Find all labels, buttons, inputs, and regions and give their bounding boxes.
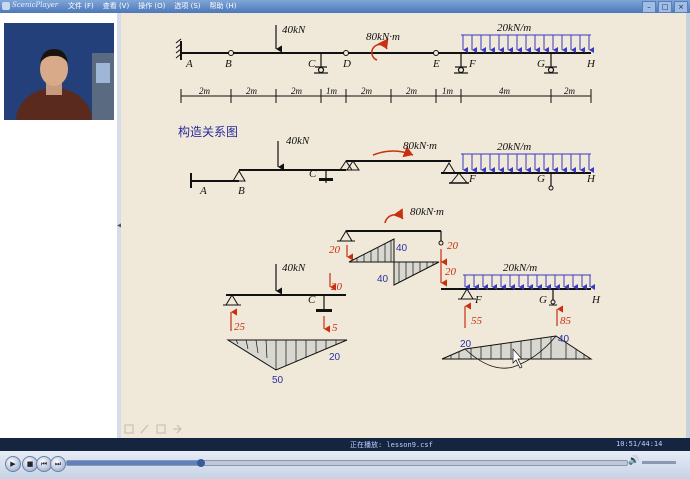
slide-drawing: 40kN 80kN·m 20kN/m A B C D E F <box>124 22 601 434</box>
beam2-point-b: B <box>238 185 245 197</box>
beam1-point-e: E <box>432 58 440 70</box>
right-value-20: 20 <box>460 339 472 350</box>
play-icon[interactable]: ▶ <box>5 456 21 472</box>
beam1-point-g: G <box>537 58 545 70</box>
beam1-point-f: F <box>468 58 476 70</box>
right-udl: 20kN/m <box>503 262 537 274</box>
beam2-point-a: A <box>199 185 207 197</box>
top-reaction-left: 20 <box>329 244 341 256</box>
progress-fill <box>67 461 202 465</box>
close-icon[interactable]: × <box>674 1 688 13</box>
playback-time: 10:51/44:14 <box>616 440 663 448</box>
left-reaction-c: 5 <box>332 322 338 334</box>
right-scrollbar[interactable] <box>686 13 690 438</box>
beam2-point-load: 40kN <box>286 135 310 147</box>
stop-icon[interactable]: ■ <box>22 456 38 472</box>
left-point-c: C <box>308 294 316 306</box>
span-1: 2m <box>199 86 211 96</box>
span-3: 2m <box>291 86 303 96</box>
beam2-point-h: H <box>586 173 596 185</box>
right-point-h: H <box>591 294 601 306</box>
beam-1: 40kN 80kN·m 20kN/m A B C D E F <box>175 22 596 103</box>
beam2-udl: 20kN/m <box>497 141 531 153</box>
beam2-point-g: G <box>537 173 545 185</box>
beam1-point-c: C <box>308 58 316 70</box>
slide-menu-icon <box>156 424 166 434</box>
beam2-point-c: C <box>309 168 317 180</box>
mouse-cursor-icon <box>512 348 523 369</box>
next-slide-icon <box>173 424 182 434</box>
part-left: 20 40kN C 25 5 20 50 <box>223 262 348 386</box>
menu-view[interactable]: 查看 (V) <box>102 2 130 10</box>
beam2-point-f: F <box>468 173 476 185</box>
beam1-udl: 20kN/m <box>497 22 531 34</box>
window-buttons: – □ × <box>642 1 688 13</box>
now-playing-text: 正在播放: lesson9.csf <box>350 441 433 449</box>
menu-options[interactable]: 选项 (S) <box>174 2 201 10</box>
top-moment: 80kN·m <box>410 206 444 218</box>
maximize-icon[interactable]: □ <box>658 1 672 13</box>
video-panel <box>0 13 118 438</box>
next-icon[interactable]: ⏭ <box>50 456 66 472</box>
menu-operate[interactable]: 操作 (O) <box>138 2 166 10</box>
part-right: 20 20kN/m F G H 55 <box>440 259 601 369</box>
menu-help[interactable]: 帮助 (H) <box>209 2 237 10</box>
slide-heading: 构造关系图 <box>178 124 238 139</box>
span-8: 4m <box>499 86 511 96</box>
slide-area: 40kN 80kN·m 20kN/m A B C D E F <box>121 13 688 438</box>
top-reaction-right: 20 <box>447 240 459 252</box>
right-reaction-g: 85 <box>560 315 572 327</box>
top-value-2: 40 <box>377 274 389 285</box>
progress-track[interactable] <box>66 459 628 467</box>
beam1-point-a: A <box>185 58 193 70</box>
app-icon <box>2 2 10 10</box>
span-7: 1m <box>442 86 454 96</box>
pen-tool-icon <box>140 424 149 434</box>
beam1-point-d: D <box>342 58 351 70</box>
beam1-point-b: B <box>225 58 232 70</box>
part-top: 80kN·m 20 20 40 40 <box>329 206 459 286</box>
beam-2: 40kN 80kN·m 20kN/m A B C F G H <box>190 135 596 197</box>
beam1-point-load: 40kN <box>282 24 306 36</box>
minimize-icon[interactable]: – <box>642 1 656 13</box>
right-point-g: G <box>539 294 547 306</box>
left-value-50: 50 <box>272 375 284 386</box>
top-value-1: 40 <box>396 243 408 254</box>
right-reaction-f: 55 <box>471 315 483 327</box>
volume-slider[interactable] <box>642 461 676 464</box>
right-reaction-top: 20 <box>445 266 457 278</box>
title-bar: ScenicPlayer 文件 (F) 查看 (V) 操作 (O) 选项 (S)… <box>0 0 690 13</box>
instructor-video <box>4 23 114 120</box>
instructor-image <box>4 23 114 120</box>
left-reaction-a: 25 <box>234 321 246 333</box>
collapse-arrow-icon[interactable]: ◀ <box>117 222 122 229</box>
beam1-point-h: H <box>586 58 596 70</box>
left-point-load: 40kN <box>282 262 306 274</box>
span-4: 1m <box>326 86 338 96</box>
span-2: 2m <box>246 86 258 96</box>
menu-file[interactable]: 文件 (F) <box>68 2 94 10</box>
app-title: ScenicPlayer <box>12 1 59 9</box>
left-value-20: 20 <box>329 352 341 363</box>
right-value-40: 40 <box>558 334 570 345</box>
progress-knob[interactable] <box>197 459 206 467</box>
pointer-tool-icon <box>124 424 134 434</box>
menu-bar: 文件 (F) 查看 (V) 操作 (O) 选项 (S) 帮助 (H) <box>68 1 237 11</box>
panel-splitter[interactable] <box>117 13 121 438</box>
beam1-moment: 80kN·m <box>366 31 400 43</box>
span-5: 2m <box>361 86 373 96</box>
status-bar: 正在播放: lesson9.csf 10:51/44:14 <box>0 438 690 451</box>
volume-icon[interactable]: 🔊 <box>628 456 640 466</box>
playback-controls: ▶ ■ ⏮ ⏭ 🔊 <box>0 451 690 479</box>
span-6: 2m <box>406 86 418 96</box>
span-9: 2m <box>564 86 576 96</box>
right-point-f: F <box>474 294 482 306</box>
left-reaction-top: 20 <box>331 281 343 293</box>
slide-tools[interactable] <box>124 424 182 434</box>
beam2-moment: 80kN·m <box>403 140 437 152</box>
